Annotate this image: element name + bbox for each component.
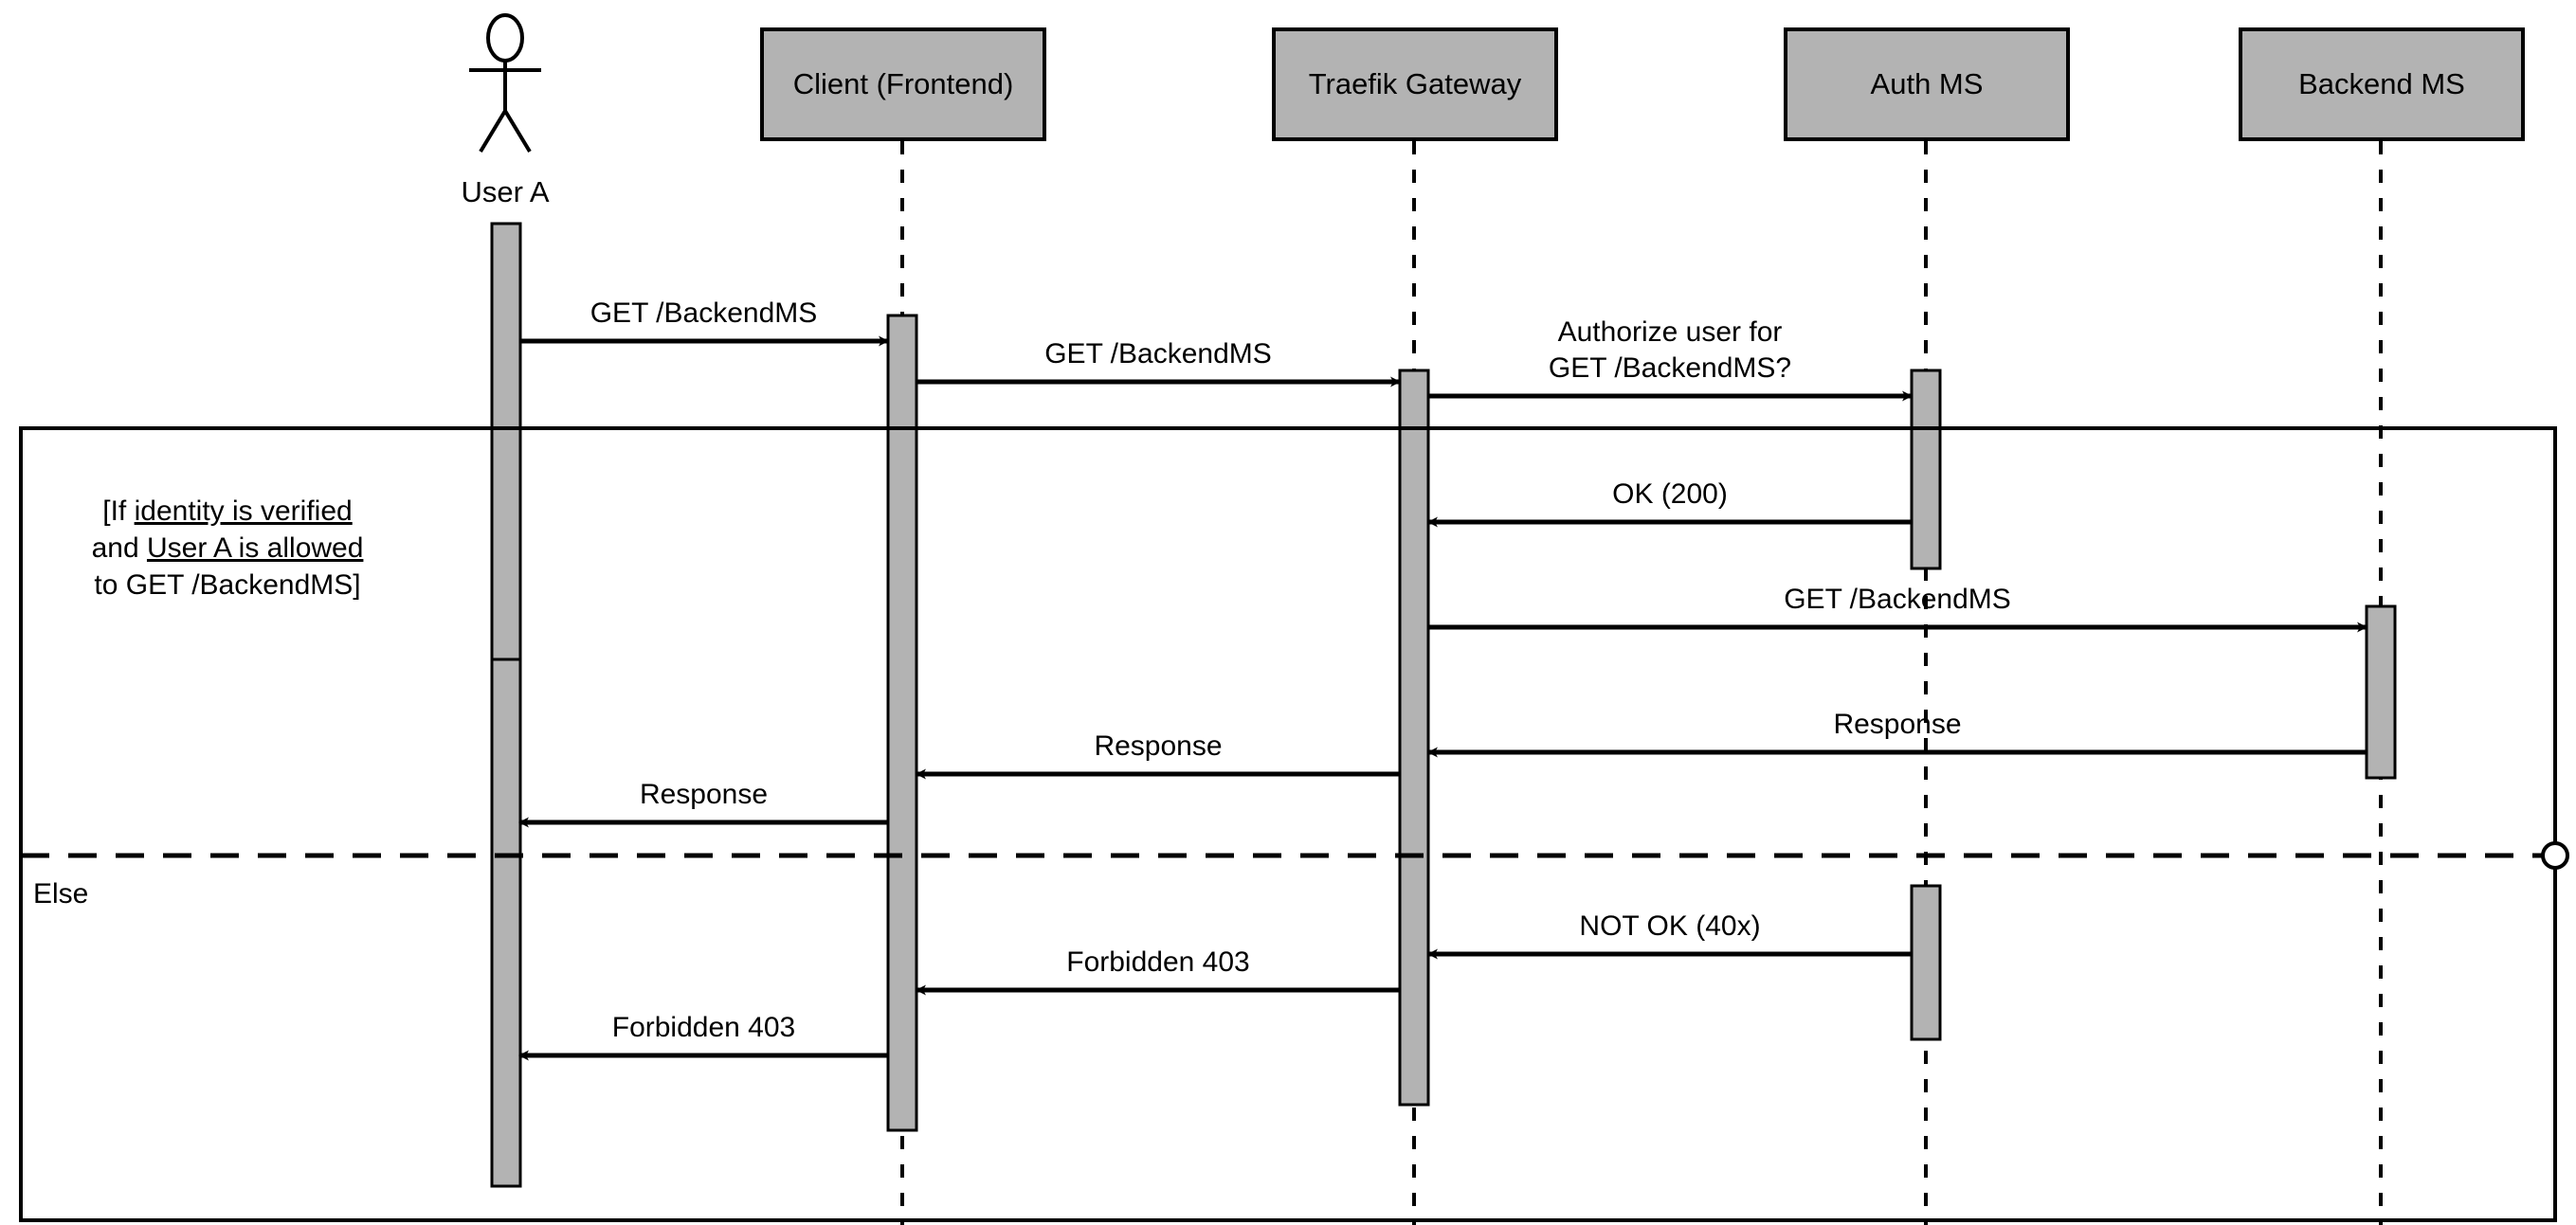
alt-guard-condition: [If identity is verified and User A is a… [28, 493, 426, 603]
message-label-m2: GET /BackendMS [826, 336, 1490, 372]
participant-label-client: Client (Frontend) [792, 66, 1014, 100]
message-label-m8: Response [372, 777, 1036, 813]
message-label-line: OK (200) [1612, 478, 1728, 510]
lifeline-dashes [900, 141, 2383, 1225]
alt-guard-line: and User A is allowed [91, 532, 364, 564]
message-label-line: Forbidden 403 [611, 1012, 796, 1043]
alt-fragment-border[interactable] [19, 426, 2557, 1222]
participant-label-auth: Auth MS [1870, 66, 1984, 100]
activation-bar-auth[interactable] [1910, 884, 1942, 1041]
message-label-line: Response [1833, 709, 1962, 740]
activation-bar-traefik[interactable] [1398, 369, 1430, 1107]
alt-else-label: Else [33, 878, 89, 910]
participant-label-user-a: User A [461, 175, 550, 208]
message-label-m7: Response [826, 729, 1490, 765]
message-label-m5: GET /BackendMS [1566, 582, 2229, 618]
participant-box-traefik[interactable]: Traefik Gateway [1272, 27, 1558, 141]
message-label-m11: Forbidden 403 [372, 1010, 1036, 1046]
message-label-line: NOT OK (40x) [1579, 910, 1761, 942]
message-label-m1: GET /BackendMS [372, 296, 1036, 332]
message-label-m9: NOT OK (40x) [1338, 909, 2002, 945]
alt-fragment-frame [19, 426, 2569, 1222]
activation-bar-user-a[interactable] [490, 658, 522, 1188]
message-label-line: GET /BackendMS [1784, 584, 2011, 615]
message-label-line: Response [1094, 730, 1223, 762]
participant-box-backend[interactable]: Backend MS [2239, 27, 2525, 141]
participant-label-backend: Backend MS [2298, 66, 2465, 100]
message-arrows [518, 335, 2367, 1061]
message-label-m6: Response [1566, 707, 2229, 743]
message-label-m4: OK (200) [1338, 477, 2002, 513]
activation-bar-auth[interactable] [1910, 369, 1942, 570]
activation-bars [490, 222, 2397, 1188]
participant-label-traefik: Traefik Gateway [1308, 66, 1522, 100]
activation-bar-backend[interactable] [2365, 604, 2397, 780]
message-label-line: Forbidden 403 [1066, 946, 1250, 978]
message-label-line: GET /BackendMS? [1548, 352, 1792, 385]
resize-handle-icon[interactable] [2541, 841, 2569, 870]
participant-box-auth[interactable]: Auth MS [1784, 27, 2070, 141]
activation-bar-user-a[interactable] [490, 222, 522, 661]
actor-leg-right [503, 109, 532, 153]
message-label-line: Authorize user for [1557, 316, 1783, 348]
message-label-line: Response [639, 779, 769, 810]
activation-bar-client[interactable] [886, 314, 918, 1132]
message-label-line: GET /BackendMS [1044, 338, 1272, 369]
alt-guard-line: [If identity is verified [102, 495, 353, 527]
message-label-m10: Forbidden 403 [826, 945, 1490, 981]
alt-guard-line: to GET /BackendMS] [94, 569, 361, 601]
participant-box-client[interactable]: Client (Frontend) [760, 27, 1046, 141]
message-label-line: GET /BackendMS [590, 297, 818, 329]
actor-stick-figure [469, 13, 541, 153]
actor-leg-left [479, 109, 507, 153]
actor-head [486, 13, 524, 63]
